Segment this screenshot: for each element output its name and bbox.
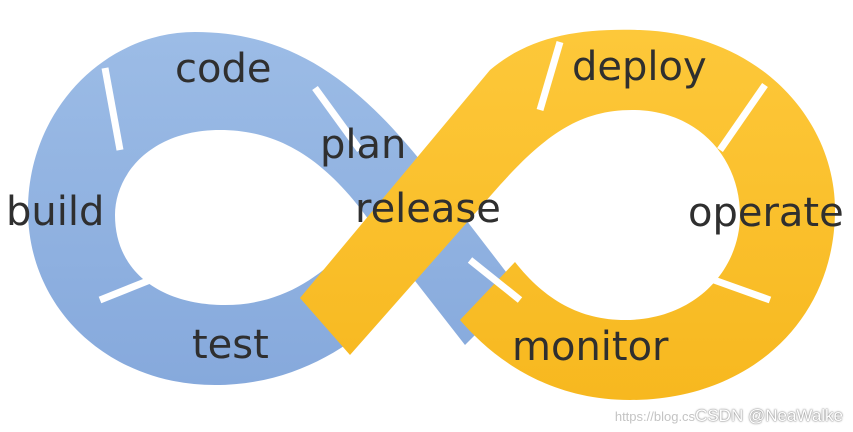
watermark-url: https://blog.cs [614, 409, 696, 424]
ops-loop-ring [300, 29, 835, 401]
stage-label-deploy: deploy [572, 44, 707, 90]
stage-label-monitor: monitor [512, 324, 669, 370]
ops-loop-separators [467, 41, 772, 304]
stage-label-plan: plan [320, 122, 406, 168]
stage-label-release: release [355, 186, 501, 232]
stage-labels: code plan build release test deploy oper… [6, 44, 844, 370]
stage-label-operate: operate [688, 190, 844, 236]
dev-loop-separators [98, 67, 363, 304]
stage-label-build: build [6, 189, 104, 235]
watermark: https://blog.csCSDN @NeaWalke [615, 406, 843, 426]
ops-loop [300, 29, 835, 401]
watermark-brand: CSDN @NeaWalke [695, 406, 843, 425]
stage-label-test: test [192, 322, 269, 368]
stage-label-code: code [175, 46, 271, 92]
